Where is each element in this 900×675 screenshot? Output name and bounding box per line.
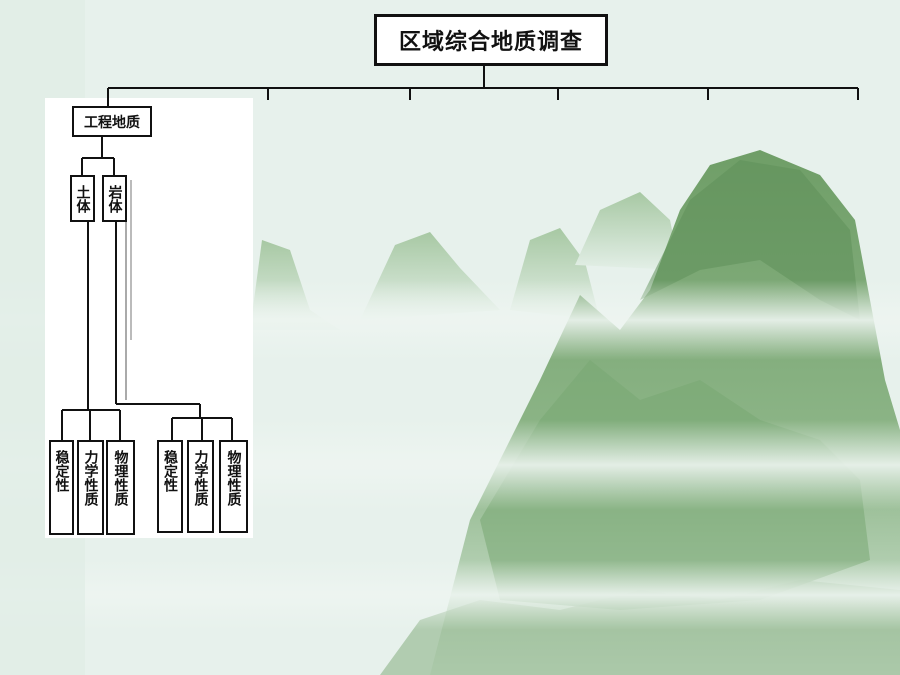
leaf-soil-physical-label: 物理性质	[112, 450, 129, 506]
leaf-rock-stability-label: 稳定性	[162, 450, 178, 492]
child-node-rock: 岩体	[102, 175, 127, 222]
child-node-rock-label: 岩体	[106, 184, 123, 213]
leaf-rock-mechanical: 力学性质	[187, 440, 214, 533]
branch-node-label: 工程地质	[84, 114, 140, 131]
child-node-soil: 土体	[70, 175, 95, 222]
leaf-rock-physical-label: 物理性质	[225, 450, 242, 506]
leaf-rock-stability: 稳定性	[157, 440, 183, 533]
leaf-soil-stability: 稳定性	[49, 440, 74, 535]
leaf-rock-physical: 物理性质	[219, 440, 248, 533]
child-node-soil-label: 土体	[74, 184, 91, 213]
leaf-soil-physical: 物理性质	[106, 440, 135, 535]
leaf-rock-mechanical-label: 力学性质	[192, 450, 209, 506]
leaf-soil-mechanical: 力学性质	[77, 440, 104, 535]
root-node-label: 区域综合地质调查	[398, 30, 583, 55]
branch-node: 工程地质	[72, 106, 152, 137]
root-node: 区域综合地质调查	[374, 14, 608, 66]
leaf-soil-mechanical-label: 力学性质	[82, 450, 99, 506]
leaf-soil-stability-label: 稳定性	[53, 450, 70, 492]
